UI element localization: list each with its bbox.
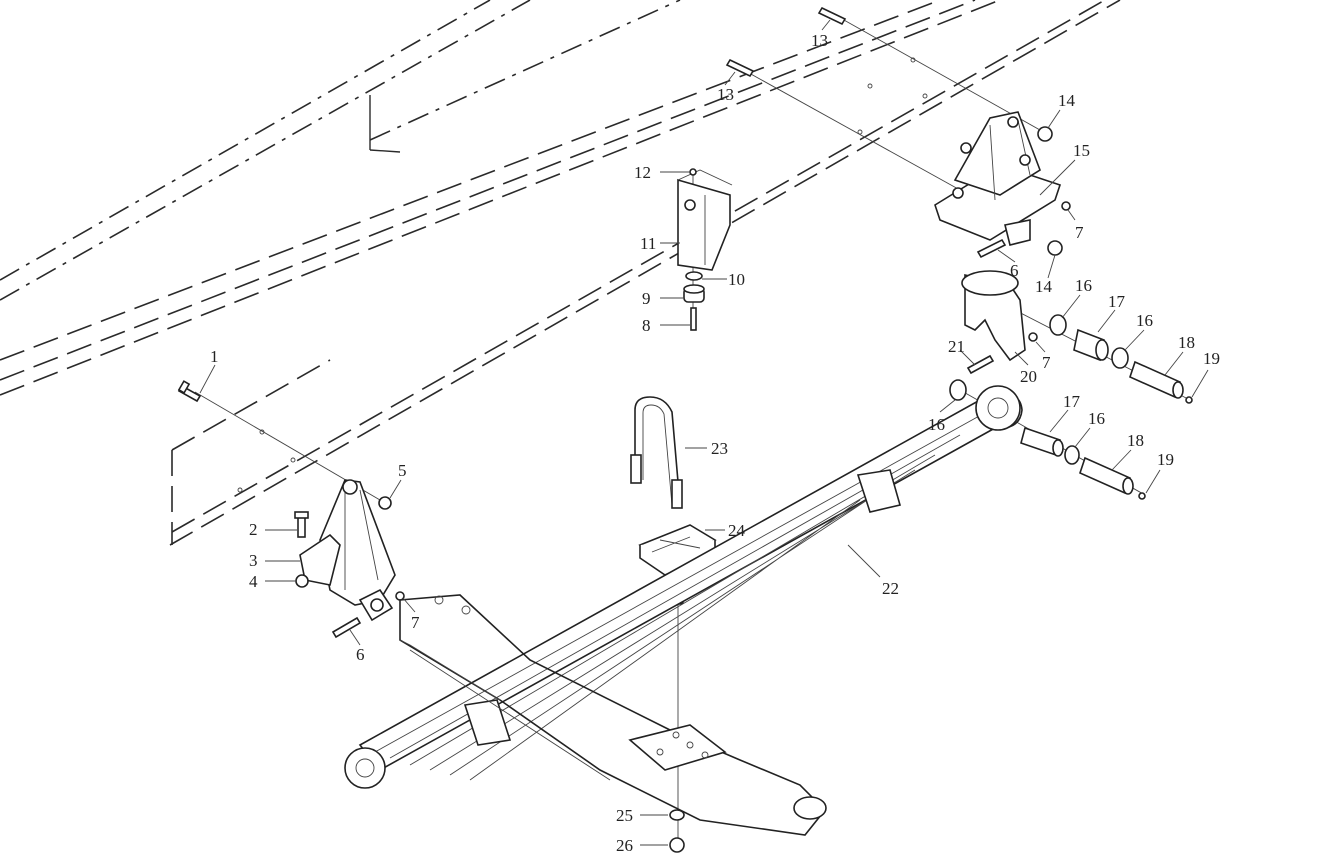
callout-6-rear: 6 bbox=[1010, 261, 1019, 280]
callout-9: 9 bbox=[642, 289, 651, 308]
callout-22: 22 bbox=[882, 579, 899, 598]
pin-18a bbox=[1129, 360, 1184, 399]
bushing-17b bbox=[1020, 426, 1064, 457]
callout-26: 26 bbox=[616, 836, 633, 855]
callout-23: 23 bbox=[711, 439, 728, 458]
nut-7-front bbox=[395, 591, 405, 601]
washer-16d bbox=[1064, 445, 1080, 465]
u-bolt-23 bbox=[630, 396, 683, 509]
nut-26 bbox=[669, 837, 685, 853]
callout-16a: 16 bbox=[1075, 276, 1092, 295]
callout-5: 5 bbox=[398, 461, 407, 480]
callout-10: 10 bbox=[728, 270, 745, 289]
callout-6-front: 6 bbox=[356, 645, 365, 664]
washer-16c bbox=[949, 379, 967, 401]
washer-16a bbox=[1049, 314, 1067, 336]
nut-14a bbox=[1037, 126, 1053, 142]
callout-19b: 19 bbox=[1157, 450, 1174, 469]
callout-labels: 1 2 3 4 5 6 7 8 9 10 11 12 13 13 14 14 1… bbox=[210, 31, 1220, 855]
callout-14a: 14 bbox=[1058, 91, 1076, 110]
leaf-spring-22 bbox=[344, 385, 1023, 789]
callout-17a: 17 bbox=[1108, 292, 1126, 311]
bushing-17a bbox=[1073, 328, 1109, 362]
washer-10 bbox=[685, 271, 703, 281]
callout-4: 4 bbox=[249, 572, 258, 591]
callout-16b: 16 bbox=[1136, 311, 1153, 330]
bolt-21 bbox=[966, 354, 995, 375]
nut-14b bbox=[1047, 240, 1063, 256]
bolt-13a bbox=[817, 6, 847, 26]
bolt-1 bbox=[177, 380, 202, 403]
grease-nipple-19b bbox=[1138, 492, 1146, 500]
callout-7-shackle: 7 bbox=[1042, 353, 1051, 372]
callout-1: 1 bbox=[210, 347, 219, 366]
callout-13b: 13 bbox=[717, 85, 734, 104]
axle-beam bbox=[399, 594, 827, 836]
callout-25: 25 bbox=[616, 806, 633, 825]
nut-7-rear bbox=[1061, 201, 1071, 211]
callout-11: 11 bbox=[640, 234, 656, 253]
callout-19a: 19 bbox=[1203, 349, 1220, 368]
callout-16c: 16 bbox=[928, 415, 945, 434]
bump-stop-bracket bbox=[677, 169, 733, 271]
callout-3: 3 bbox=[249, 551, 258, 570]
rear-spring-bracket bbox=[934, 111, 1062, 246]
callout-7-rear: 7 bbox=[1075, 223, 1084, 242]
callout-20: 20 bbox=[1020, 367, 1037, 386]
callout-17b: 17 bbox=[1063, 392, 1081, 411]
callout-13a: 13 bbox=[811, 31, 828, 50]
bolt-12 bbox=[689, 168, 697, 176]
callout-15: 15 bbox=[1073, 141, 1090, 160]
nut-7-shackle bbox=[1028, 332, 1038, 342]
nut-4 bbox=[295, 574, 309, 588]
callout-14b: 14 bbox=[1035, 277, 1053, 296]
frame-rail-phantom bbox=[0, 0, 1121, 546]
bolt-8 bbox=[690, 307, 697, 331]
washer-16b bbox=[1111, 347, 1129, 369]
bolt-6-front bbox=[331, 616, 362, 639]
callout-2: 2 bbox=[249, 520, 258, 539]
callout-21: 21 bbox=[948, 337, 965, 356]
front-spring-bracket bbox=[299, 479, 396, 622]
grease-nipple-19a bbox=[1185, 396, 1193, 404]
callout-16d: 16 bbox=[1088, 409, 1105, 428]
bolt-2 bbox=[294, 511, 309, 538]
bolt-6-rear bbox=[976, 238, 1007, 259]
callout-18a: 18 bbox=[1178, 333, 1195, 352]
nut-5 bbox=[378, 496, 392, 510]
washer-25 bbox=[669, 809, 685, 821]
pin-18b bbox=[1079, 456, 1134, 495]
shackle-20 bbox=[961, 270, 1026, 362]
callout-12: 12 bbox=[634, 163, 651, 182]
callout-7-front: 7 bbox=[411, 613, 420, 632]
callout-leaders bbox=[199, 19, 1209, 846]
rubber-bump-9 bbox=[683, 284, 705, 303]
callout-8: 8 bbox=[642, 316, 651, 335]
callout-24: 24 bbox=[728, 521, 746, 540]
callout-18b: 18 bbox=[1127, 431, 1144, 450]
bolt-13b bbox=[725, 58, 755, 78]
